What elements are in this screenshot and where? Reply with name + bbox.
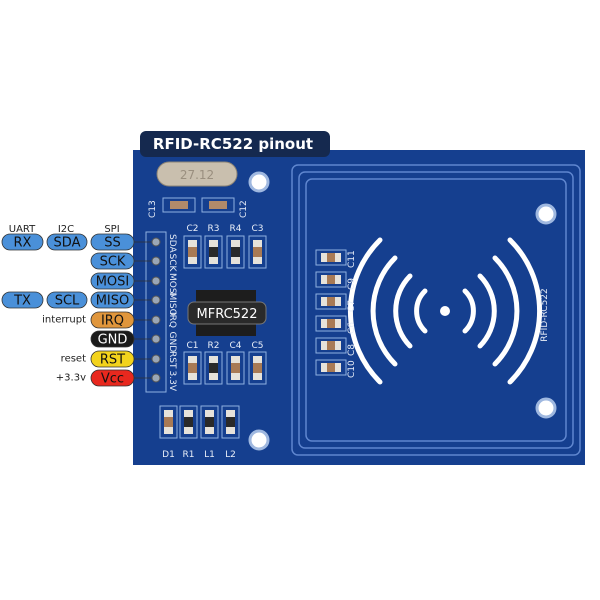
footprint — [183, 351, 202, 385]
footprint — [315, 293, 347, 310]
footprint — [204, 351, 223, 385]
label-r4: R4 — [230, 224, 242, 234]
crystal-caps: C13 C12 — [148, 197, 249, 218]
footprint — [315, 359, 347, 376]
label-d1: D1 — [162, 450, 175, 460]
pin-note: reset — [61, 354, 86, 365]
antenna-coil — [291, 164, 581, 456]
header-pin — [151, 276, 161, 286]
page-title: RFID-RC522 pinout — [153, 135, 313, 153]
footprint — [315, 271, 347, 288]
pin-i2c-sda: SDA — [46, 233, 88, 251]
pin-uart-rx: RX — [1, 233, 44, 251]
footprint — [315, 249, 347, 266]
pin-uart-tx-text: TX — [13, 294, 31, 309]
label-c1: C1 — [186, 341, 198, 351]
footprint — [226, 235, 245, 269]
pin-rst: RST — [90, 350, 135, 368]
crystal-label: 27.12 — [180, 168, 214, 182]
label-c3: C3 — [251, 224, 263, 234]
silk-label: SDA — [167, 234, 177, 253]
footprint — [221, 405, 240, 439]
label-c9: C9 — [347, 278, 357, 290]
footprint — [183, 235, 202, 269]
label-r3: R3 — [208, 224, 220, 234]
footprint — [159, 405, 178, 439]
header-i2c: I2C — [58, 224, 74, 235]
pin-ss: SS — [90, 233, 135, 251]
label-c7: C7 — [347, 300, 357, 312]
label-c12: C12 — [239, 200, 249, 218]
pin-note: interrupt — [42, 315, 86, 326]
pin-sck-text: SCK — [100, 255, 126, 270]
pinout-labels: SSSDARXSCKMOSIMISOSCLTXIRQinterruptGNDRS… — [1, 233, 177, 392]
pin-header — [145, 231, 167, 393]
pin-uart-tx: TX — [1, 291, 44, 309]
silk-label: 3.3V — [167, 371, 177, 392]
header-pin — [151, 315, 161, 325]
footprint — [226, 351, 245, 385]
pin-mosi: MOSI — [90, 272, 135, 290]
pin-ss-text: SS — [104, 236, 121, 251]
pin-uart-rx-text: RX — [14, 236, 32, 251]
footprint — [200, 405, 219, 439]
label-c8: C8 — [347, 344, 357, 356]
footprint — [315, 337, 347, 354]
footprint — [179, 405, 198, 439]
label-c4: C4 — [229, 341, 241, 351]
crystal — [156, 161, 238, 187]
header-pin — [151, 354, 161, 364]
mounting-holes — [248, 171, 557, 451]
silk-label: IRQ — [167, 312, 177, 328]
label-l1: L1 — [204, 450, 215, 460]
pin-miso: MISO — [90, 291, 135, 309]
silk-label: RST — [167, 351, 177, 369]
pin-gnd-text: GND — [98, 333, 128, 348]
label-c6: C6 — [347, 322, 357, 334]
label-c13: C13 — [148, 200, 158, 218]
footprint — [204, 235, 223, 269]
pin-note: +3.3v — [56, 373, 86, 384]
label-c11: C11 — [347, 250, 357, 268]
pin-i2c-scl-text: SCL — [55, 294, 80, 309]
board-label: RFID-RC522 — [540, 288, 550, 342]
pin-gnd: GND — [90, 330, 135, 348]
pin-i2c-scl: SCL — [46, 291, 88, 309]
footprint — [248, 235, 267, 269]
pin-vcc-text: Vcc — [101, 372, 124, 387]
footprint — [248, 351, 267, 385]
header-pin — [151, 295, 161, 305]
pin-sck: SCK — [90, 252, 135, 270]
silk-label: MISO — [167, 293, 177, 316]
footprint — [315, 315, 347, 332]
pin-vcc: Vcc — [90, 369, 135, 387]
label-c2: C2 — [186, 224, 198, 234]
rfid-wave-icon — [348, 237, 542, 385]
header-pin — [151, 334, 161, 344]
label-r1: R1 — [183, 450, 195, 460]
header-silkscreen: SDASCKMOSIMISOIRQ GNDRST 3.3V — [167, 234, 177, 392]
header-spi: SPI — [104, 224, 119, 235]
silk-label: SCK — [167, 254, 177, 273]
header-pin — [151, 373, 161, 383]
pin-mosi-text: MOSI — [96, 275, 130, 290]
header-uart: UART — [9, 224, 36, 235]
pin-i2c-sda-text: SDA — [54, 236, 81, 251]
header-pin — [151, 256, 161, 266]
pin-irq-text: IRQ — [101, 314, 124, 329]
pin-irq: IRQ — [90, 311, 135, 329]
silk-label: GND — [167, 332, 177, 353]
title-banner — [140, 131, 330, 157]
label-c10: C10 — [347, 360, 357, 378]
label-l2: L2 — [225, 450, 236, 460]
header-pin — [151, 237, 161, 247]
label-c5: C5 — [251, 341, 263, 351]
label-r2: R2 — [208, 341, 220, 351]
pin-rst-text: RST — [100, 353, 125, 368]
silk-label: MOSI — [167, 273, 177, 296]
chip-label: MFRC522 — [197, 307, 258, 322]
pin-miso-text: MISO — [96, 294, 130, 309]
